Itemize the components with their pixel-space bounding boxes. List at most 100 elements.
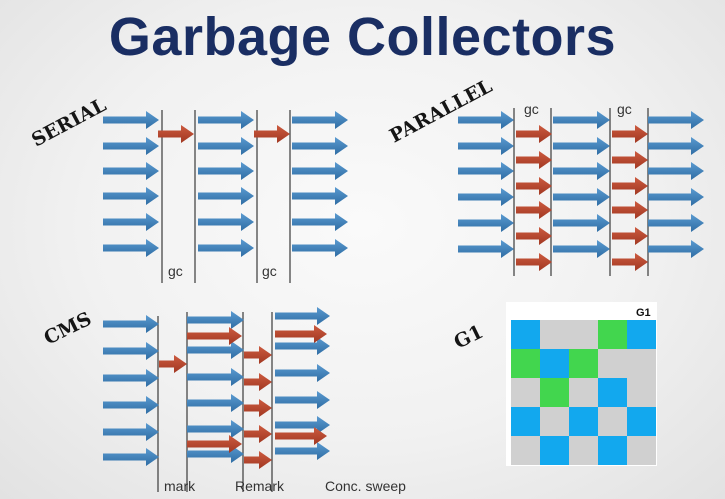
- cms-app-arrow-c-2: [275, 337, 330, 355]
- parallel-gc-arrow-b-2: [612, 151, 648, 169]
- g1-corner-label: G1: [636, 307, 651, 319]
- serial-gc-arrow-1: [158, 125, 194, 143]
- serial-app-arrow-c-1: [292, 111, 348, 129]
- g1-region-r2-c4: [598, 349, 627, 378]
- g1-region-r5-c3: [569, 436, 598, 465]
- serial-app-arrow-a-1: [103, 111, 159, 129]
- g1-region-r3-c1: [511, 378, 540, 407]
- parallel-gc-arrow-a-6: [516, 253, 552, 271]
- g1-region-r4-c1: [511, 407, 540, 436]
- cms-app-arrow-c-5: [275, 416, 330, 434]
- parallel-gc-arrow-a-2: [516, 151, 552, 169]
- serial-app-arrow-c-4: [292, 187, 348, 205]
- cms-app-arrow-a-6: [103, 448, 159, 466]
- cms-remark-arrow-4: [244, 425, 272, 443]
- cms-app-arrow-a-5: [103, 423, 159, 441]
- g1-region-r4-c5: [627, 407, 656, 436]
- cms-app-arrow-b-3: [187, 368, 244, 386]
- g1-region-r5-c2: [540, 436, 569, 465]
- cms-remark-arrow-3: [244, 399, 272, 417]
- g1-region-r3-c5: [627, 378, 656, 407]
- parallel-gc-label-2: gc: [617, 101, 632, 117]
- serial-app-arrow-a-4: [103, 187, 159, 205]
- parallel-gc-arrow-a-3: [516, 177, 552, 195]
- cms-remark-arrow-2: [244, 373, 272, 391]
- g1-region-r5-c4: [598, 436, 627, 465]
- parallel-app-arrow-c-3: [648, 162, 704, 180]
- cms-app-arrow-b-4: [187, 394, 244, 412]
- parallel-app-arrow-b-2: [553, 137, 610, 155]
- cms-conc-mark-arrow-1: [187, 327, 242, 345]
- thread-arrows: [103, 111, 704, 469]
- cms-app-arrow-b-6: [187, 445, 244, 463]
- cms-mark-label: mark: [164, 478, 196, 494]
- serial-app-arrow-b-5: [198, 213, 254, 231]
- parallel-gc-arrow-b-3: [612, 177, 648, 195]
- serial-gc-label-2: gc: [262, 263, 277, 279]
- g1-region-r1-c4: [598, 320, 627, 349]
- parallel-label: PARALLEL: [386, 75, 496, 147]
- parallel-app-arrow-b-4: [553, 188, 610, 206]
- cms-remark-arrow-1: [244, 346, 272, 364]
- g1-region-r1-c5: [627, 320, 656, 349]
- g1-region-r3-c2: [540, 378, 569, 407]
- cms-remark-arrow-5: [244, 451, 272, 469]
- g1-heap-grid: G1: [506, 302, 657, 466]
- cms-app-arrow-a-4: [103, 396, 159, 414]
- serial-app-arrow-c-6: [292, 239, 348, 257]
- serial-gc-label-1: gc: [168, 263, 183, 279]
- parallel-app-arrow-b-5: [553, 214, 610, 232]
- cms-app-arrow-c-3: [275, 364, 330, 382]
- g1-region-r2-c1: [511, 349, 540, 378]
- g1-region-r3-c4: [598, 378, 627, 407]
- g1-region-r1-c1: [511, 320, 540, 349]
- serial-app-arrow-c-3: [292, 162, 348, 180]
- parallel-gc-arrow-b-6: [612, 253, 648, 271]
- g1-region-r1-c3: [569, 320, 598, 349]
- cms-initial-mark-arrow: [159, 355, 187, 373]
- parallel-app-arrow-a-2: [458, 137, 514, 155]
- parallel-app-arrow-a-6: [458, 240, 514, 258]
- serial-app-arrow-a-3: [103, 162, 159, 180]
- serial-app-arrow-a-6: [103, 239, 159, 257]
- cms-conc-sweep-label: Conc. sweep: [325, 478, 406, 494]
- parallel-gc-arrow-b-5: [612, 227, 648, 245]
- serial-app-arrow-a-5: [103, 213, 159, 231]
- cms-app-arrow-a-1: [103, 315, 159, 333]
- parallel-gc-arrow-a-1: [516, 125, 552, 143]
- parallel-gc-arrow-a-5: [516, 227, 552, 245]
- parallel-app-arrow-a-4: [458, 188, 514, 206]
- cms-app-arrow-b-5: [187, 420, 244, 438]
- g1-region-r4-c4: [598, 407, 627, 436]
- cms-label: CMS: [41, 308, 95, 350]
- g1-region-r4-c3: [569, 407, 598, 436]
- parallel-app-arrow-b-1: [553, 111, 610, 129]
- cms-sweep-arrow-2: [275, 427, 327, 445]
- g1-region-r5-c1: [511, 436, 540, 465]
- cms-remark-label: Remark: [235, 478, 285, 494]
- cms-app-arrow-c-1: [275, 307, 330, 325]
- cms-app-arrow-b-2: [187, 341, 244, 359]
- g1-region-r1-c2: [540, 320, 569, 349]
- parallel-app-arrow-c-4: [648, 188, 704, 206]
- cms-app-arrow-a-3: [103, 369, 159, 387]
- cms-sweep-arrow-1: [275, 325, 327, 343]
- cms-app-arrow-a-2: [103, 342, 159, 360]
- serial-app-arrow-c-2: [292, 137, 348, 155]
- parallel-app-arrow-a-1: [458, 111, 514, 129]
- parallel-app-arrow-b-3: [553, 162, 610, 180]
- page-title: Garbage Collectors: [108, 7, 617, 67]
- serial-gc-arrow-2: [254, 125, 290, 143]
- g1-region-r2-c3: [569, 349, 598, 378]
- g1-region-r4-c2: [540, 407, 569, 436]
- cms-app-arrow-c-6: [275, 442, 330, 460]
- serial-app-arrow-b-1: [198, 111, 254, 129]
- parallel-gc-arrow-b-1: [612, 125, 648, 143]
- g1-region-r3-c3: [569, 378, 598, 407]
- parallel-app-arrow-c-6: [648, 240, 704, 258]
- g1-label: G1: [451, 321, 487, 354]
- parallel-app-arrow-a-3: [458, 162, 514, 180]
- cms-app-arrow-c-4: [275, 391, 330, 409]
- cms-app-arrow-b-1: [187, 311, 244, 329]
- serial-app-arrow-a-2: [103, 137, 159, 155]
